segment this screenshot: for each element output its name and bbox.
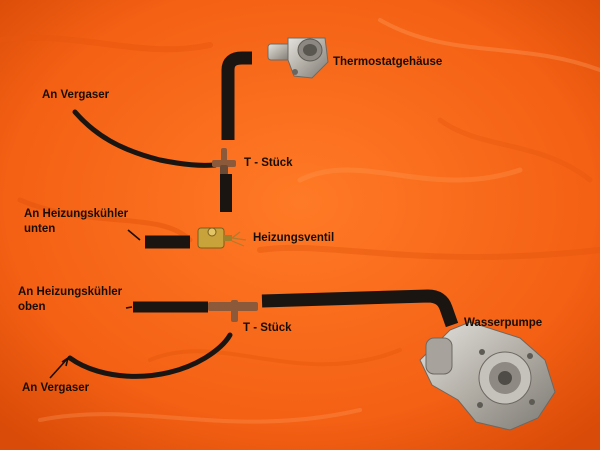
carburetor-hose-top (72, 109, 218, 168)
label-heater-core-upper-line2: oben (18, 301, 46, 313)
cloth-folds (0, 18, 600, 424)
label-heater-core-lower-line1: An Heizungskühler (24, 208, 129, 220)
tee-piece-top (212, 148, 236, 175)
label-heater-valve: Heizungsventil (253, 232, 335, 244)
label-heater-core-upper-line1: An Heizungskühler (18, 286, 123, 298)
pump-hose (261, 289, 459, 328)
label-tee-piece-top: T - Stück (244, 157, 293, 169)
upper-hose (221, 51, 252, 140)
carburetor-hose-bottom (67, 332, 233, 379)
label-heater-core-lower-line2: unten (24, 223, 56, 235)
water-pump (419, 321, 556, 431)
label-thermostat-housing: Thermostatgehäuse (333, 56, 443, 68)
tee-piece-bottom (208, 300, 258, 322)
heater-valve (197, 227, 247, 249)
label-carburetor-bottom: An Vergaser (22, 382, 90, 394)
label-arrows (49, 229, 141, 379)
label-carburetor-top: An Vergaser (42, 89, 110, 101)
label-tee-piece-bottom: T - Stück (243, 322, 292, 334)
thermostat-housing (267, 37, 329, 79)
label-water-pump: Wasserpumpe (464, 317, 543, 329)
